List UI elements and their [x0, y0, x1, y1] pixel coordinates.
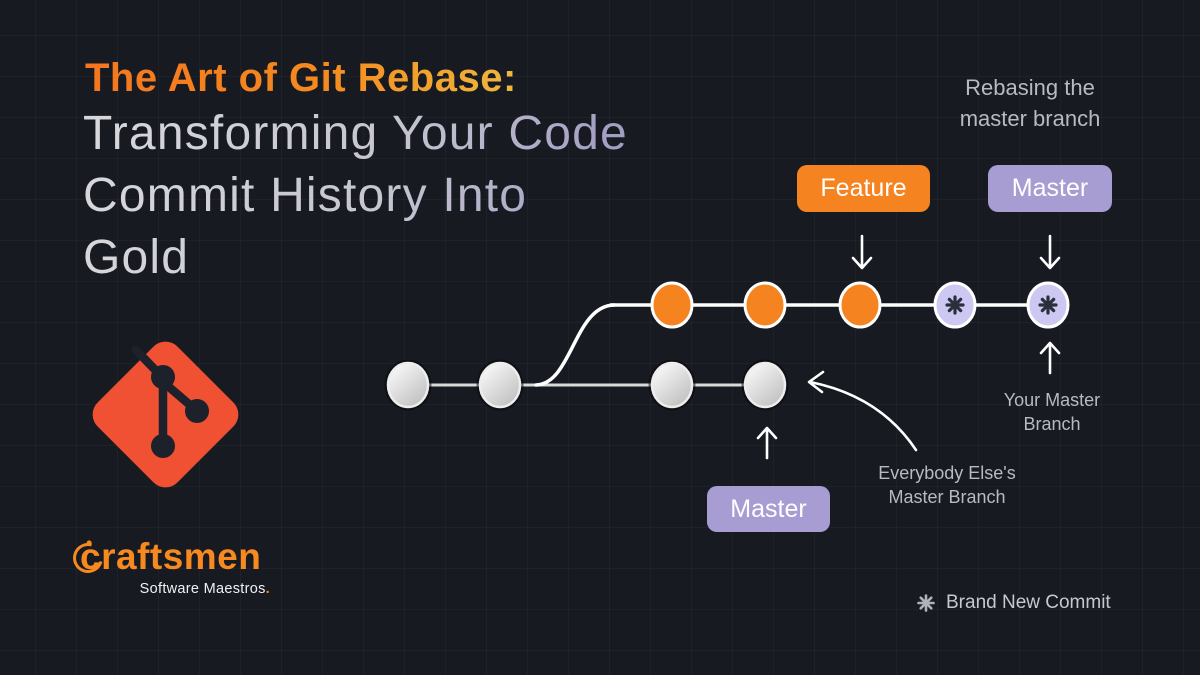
everybody-else-curved-arrow	[807, 370, 918, 452]
everybody-else-label-line: Master Branch	[888, 487, 1006, 507]
git-logo	[85, 330, 246, 498]
company-branding: craftsmen Software Maestros.	[67, 536, 270, 597]
everybody-else-label: Everybody Else's Master Branch	[852, 461, 1042, 509]
branch-curve-line	[534, 303, 616, 387]
commit-node-new	[933, 281, 977, 329]
commit-node-feature	[650, 281, 694, 329]
legend: Brand New Commit	[916, 592, 1111, 614]
your-master-pointer-arrow	[1039, 341, 1061, 375]
rebasing-note-line: Rebasing the	[965, 75, 1095, 100]
page-kicker: The Art of Git Rebase:	[85, 56, 517, 100]
master-badge-top: Master	[988, 165, 1112, 212]
your-master-label-line: Your Master	[1003, 390, 1101, 410]
company-tagline-text: Software Maestros	[139, 581, 266, 597]
master-badge-bottom: Master	[707, 486, 830, 532]
your-master-label: Your Master Branch	[972, 388, 1132, 436]
master-bottom-pointer-arrow	[756, 426, 778, 460]
feature-pointer-arrow	[851, 234, 873, 270]
commit-node-feature	[743, 281, 787, 329]
git-branch-icon	[131, 345, 209, 458]
commit-nodes	[384, 281, 1070, 411]
company-tagline: Software Maestros.	[78, 581, 270, 597]
rebasing-note-line: master branch	[959, 106, 1101, 131]
commit-node-new	[1026, 281, 1070, 329]
rebasing-note: Rebasing the master branch	[898, 72, 1162, 134]
commit-node-master	[648, 359, 696, 411]
commit-node-master	[384, 359, 432, 411]
craftsmen-logo-text: craftsmen	[80, 536, 262, 577]
legend-label: Brand New Commit	[946, 592, 1111, 613]
everybody-else-label-line: Everybody Else's	[878, 463, 1016, 483]
commit-node-feature	[838, 281, 882, 329]
your-master-label-line: Branch	[1023, 414, 1081, 434]
new-commit-icon	[917, 594, 935, 612]
master-top-pointer-arrow	[1039, 234, 1061, 270]
commit-node-master	[476, 359, 524, 411]
commit-node-master	[741, 359, 789, 411]
feature-badge: Feature	[797, 165, 930, 212]
company-tagline-period: .	[265, 581, 270, 597]
craftsmen-logo: craftsmen	[67, 536, 270, 579]
